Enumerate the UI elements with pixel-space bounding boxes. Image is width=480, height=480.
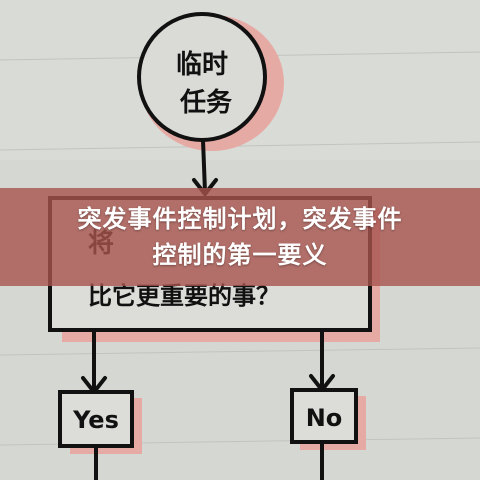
yes-node-frame: [58, 390, 134, 448]
no-node: No: [290, 388, 366, 450]
yes-label: Yes: [72, 406, 119, 434]
title-banner: 突发事件控制计划，突发事件 控制的第一要义: [0, 188, 480, 286]
continuation-lines: [94, 440, 324, 480]
banner-title-line2: 控制的第一要义: [152, 241, 328, 269]
banner-title-line1: 突发事件控制计划，突发事件: [77, 205, 403, 233]
no-label: No: [306, 404, 343, 432]
start-node-line1: 临时: [176, 49, 228, 80]
start-node: 临时 任务: [137, 12, 284, 151]
decision-box-bottom-text: 比它更重要的事？: [88, 282, 280, 310]
yes-node: Yes: [58, 390, 142, 454]
start-node-line2: 任务: [179, 88, 232, 118]
